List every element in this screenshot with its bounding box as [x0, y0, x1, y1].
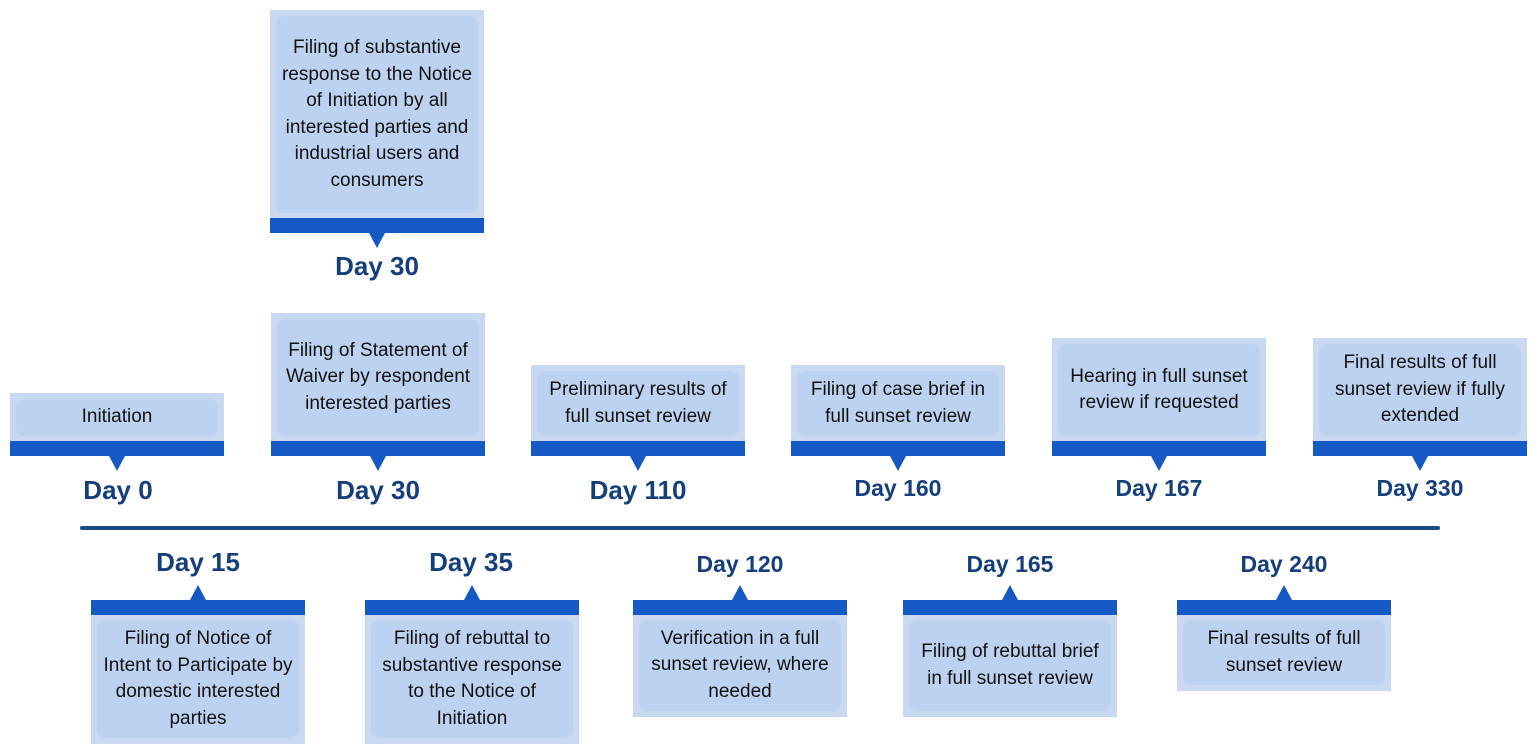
milestone-bar [10, 441, 224, 456]
milestone-text: Filing of substantive response to the No… [276, 16, 478, 213]
milestone-card-verification: Verification in a full sunset review, wh… [633, 600, 847, 717]
milestone-text: Preliminary results of full sunset revie… [537, 371, 739, 436]
day-label: Day 0 [83, 475, 153, 505]
milestone-bar [1052, 441, 1266, 456]
pointer-down [109, 456, 125, 471]
day-label: Day 167 [1115, 475, 1203, 501]
pointer-up [1276, 585, 1292, 600]
milestone-text: Filing of Notice of Intent to Participat… [97, 620, 299, 738]
milestone-bar [531, 441, 745, 456]
milestone-bar [91, 600, 305, 615]
milestone-card-notice-of-intent: Filing of Notice of Intent to Participat… [91, 600, 305, 744]
day-label: Day 160 [854, 475, 942, 501]
timeline-axis [80, 526, 1440, 530]
milestone-text: Verification in a full sunset review, wh… [639, 620, 841, 711]
day-label: Day 330 [1376, 475, 1464, 501]
milestone-text: Hearing in full sunset review if request… [1058, 344, 1260, 436]
milestone-bar [1313, 441, 1527, 456]
day-label: Day 110 [589, 475, 687, 505]
milestone-bar [633, 600, 847, 615]
milestone-bar [1177, 600, 1391, 615]
pointer-up [732, 585, 748, 600]
milestone-bar [791, 441, 1005, 456]
milestone-card-rebuttal-substantive: Filing of rebuttal to substantive respon… [365, 600, 579, 744]
pointer-down [370, 456, 386, 471]
pointer-up [190, 585, 206, 600]
day-label: Day 120 [696, 551, 784, 577]
day-label: Day 165 [966, 551, 1054, 577]
milestone-text: Filing of rebuttal brief in full sunset … [909, 620, 1111, 711]
milestone-text: Filing of rebuttal to substantive respon… [371, 620, 573, 738]
pointer-up [464, 585, 480, 600]
pointer-up [1002, 585, 1018, 600]
pointer-down [1151, 456, 1167, 471]
milestone-text: Filing of case brief in full sunset revi… [797, 371, 999, 436]
milestone-card-preliminary-results: Preliminary results of full sunset revie… [531, 365, 745, 456]
milestone-card-statement-of-waiver: Filing of Statement of Waiver by respond… [271, 313, 485, 456]
pointer-down [1412, 456, 1428, 471]
milestone-card-initiation: Initiation [10, 393, 224, 456]
milestone-text: Final results of full sunset review [1183, 620, 1385, 685]
day-label: Day 35 [429, 547, 513, 577]
day-label: Day 240 [1240, 551, 1328, 577]
pointer-down [630, 456, 646, 471]
milestone-card-case-brief: Filing of case brief in full sunset revi… [791, 365, 1005, 456]
day-label: Day 15 [156, 547, 240, 577]
day-label: Day 30 [335, 251, 419, 281]
milestone-card-hearing: Hearing in full sunset review if request… [1052, 338, 1266, 456]
day-label: Day 30 [336, 475, 420, 505]
milestone-card-rebuttal-brief: Filing of rebuttal brief in full sunset … [903, 600, 1117, 717]
milestone-card-final-results: Final results of full sunset review [1177, 600, 1391, 691]
milestone-bar [365, 600, 579, 615]
milestone-text: Filing of Statement of Waiver by respond… [277, 319, 479, 436]
milestone-bar [271, 441, 485, 456]
milestone-card-substantive-response: Filing of substantive response to the No… [270, 10, 484, 233]
milestone-card-final-results-extended: Final results of full sunset review if f… [1313, 338, 1527, 456]
milestone-text: Initiation [16, 399, 218, 436]
milestone-text: Final results of full sunset review if f… [1319, 344, 1521, 436]
milestone-bar [270, 218, 484, 233]
pointer-down [369, 233, 385, 248]
pointer-down [890, 456, 906, 471]
milestone-bar [903, 600, 1117, 615]
